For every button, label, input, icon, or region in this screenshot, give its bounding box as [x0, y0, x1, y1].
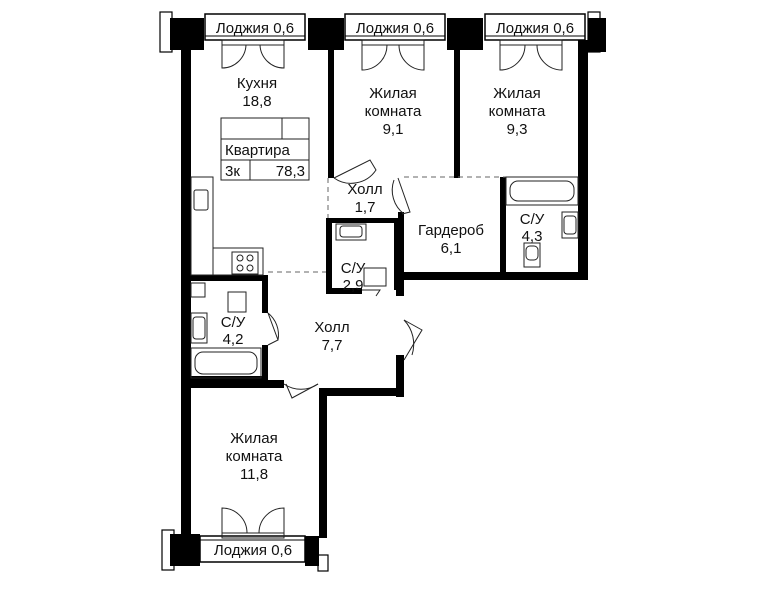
room-name: Кухня — [237, 75, 277, 92]
sink-left-icon — [190, 312, 208, 344]
room-wardrobe[interactable]: Гардероб 6,1 — [418, 222, 484, 257]
kitchen-counter — [190, 176, 264, 276]
room-area: 2,9 — [343, 277, 364, 294]
room-area: 7,7 — [322, 337, 343, 354]
room-living-2[interactable]: Жилая комната 9,3 — [489, 85, 546, 138]
room-hall-small[interactable]: Холл 1,7 — [347, 181, 382, 216]
room-name-line1: Жилая — [369, 85, 416, 102]
loggia-label: Лоджия 0,6 — [356, 20, 434, 37]
room-area: 18,8 — [242, 93, 271, 110]
room-name-line2: комната — [365, 103, 422, 120]
room-name: Холл — [347, 181, 382, 198]
room-name-line2: комната — [226, 448, 283, 465]
stove-icon — [231, 251, 259, 275]
toilet-right-icon — [523, 242, 541, 268]
loggia-top-2[interactable]: Лоджия 0,6 — [344, 13, 446, 41]
room-hall-main[interactable]: Холл 7,7 — [314, 319, 349, 354]
apartment-area: 78,3 — [276, 163, 305, 180]
room-name-line2: комната — [489, 103, 546, 120]
room-bath-right[interactable]: С/У 4,3 — [520, 211, 545, 245]
apartment-type: 3к — [225, 163, 240, 180]
apartment-title: Квартира — [225, 142, 290, 159]
room-name: Холл — [314, 319, 349, 336]
bathtub-left-icon — [190, 347, 262, 379]
room-area: 6,1 — [441, 240, 462, 257]
toilet-left-icon — [227, 291, 247, 313]
room-area: 4,3 — [522, 228, 543, 245]
room-living-3[interactable]: Жилая комната 11,8 — [226, 430, 283, 483]
loggia-bottom[interactable]: Лоджия 0,6 — [199, 535, 306, 563]
room-bath-left[interactable]: С/У 4,2 — [221, 314, 246, 348]
interior-doors[interactable] — [267, 159, 423, 399]
loggia-label: Лоджия 0,6 — [496, 20, 574, 37]
room-living-1[interactable]: Жилая комната 9,1 — [365, 85, 422, 138]
room-name: С/У — [221, 314, 246, 331]
loggia-label: Лоджия 0,6 — [216, 20, 294, 37]
window-doors[interactable] — [221, 39, 563, 539]
room-area: 9,3 — [507, 121, 528, 138]
room-kitchen[interactable]: Кухня 18,8 — [237, 75, 277, 110]
room-area: 9,1 — [383, 121, 404, 138]
room-name: С/У — [341, 260, 366, 277]
bathtub-right-icon — [505, 176, 579, 206]
room-name: Гардероб — [418, 222, 484, 239]
loggia-top-1[interactable]: Лоджия 0,6 — [204, 13, 306, 41]
sink-center-icon — [335, 223, 367, 241]
room-bath-center[interactable]: С/У 2,9 — [341, 260, 366, 294]
shaft — [190, 282, 206, 298]
room-name-line1: Жилая — [493, 85, 540, 102]
interior-walls — [184, 40, 506, 388]
sink-right-icon — [561, 211, 579, 239]
toilet-center-icon — [363, 267, 387, 287]
loggia-top-3[interactable]: Лоджия 0,6 — [484, 13, 586, 41]
loggia-label: Лоджия 0,6 — [214, 542, 292, 559]
room-area: 11,8 — [240, 466, 268, 483]
room-area: 4,2 — [223, 331, 244, 348]
apartment-info-table: Квартира 3к 78,3 — [220, 117, 310, 181]
room-area: 1,7 — [355, 199, 376, 216]
room-name: С/У — [520, 211, 545, 228]
room-name-line1: Жилая — [230, 430, 277, 447]
